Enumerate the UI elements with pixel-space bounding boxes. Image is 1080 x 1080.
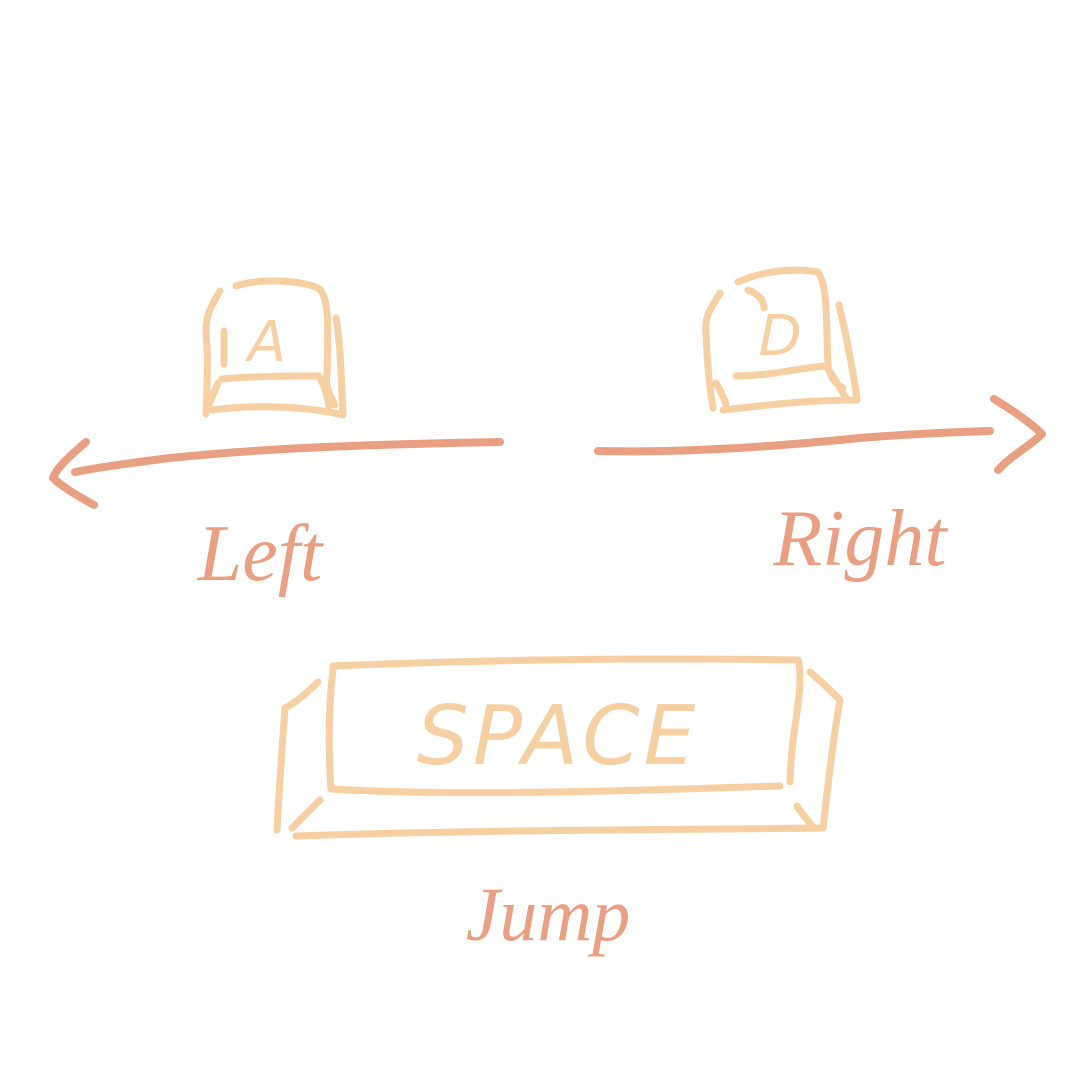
key-d: D (702, 266, 861, 414)
left-arrow-icon (49, 438, 504, 509)
key-a-frame-icon (202, 277, 347, 419)
right-action-label: Right (772, 495, 948, 583)
key-d-frame-icon (702, 266, 861, 414)
key-a-letter: A (245, 310, 286, 375)
right-arrow (594, 395, 1046, 474)
key-d-letter: D (758, 304, 801, 369)
left-action-label: Left (197, 510, 324, 598)
key-space: SPACE (273, 655, 844, 840)
key-space-frame-icon (273, 655, 844, 840)
key-space-label: SPACE (417, 689, 700, 784)
jump-action-label: Jump (466, 873, 631, 957)
left-arrow (49, 438, 504, 509)
right-arrow-icon (594, 395, 1046, 474)
key-a: A (202, 277, 347, 419)
